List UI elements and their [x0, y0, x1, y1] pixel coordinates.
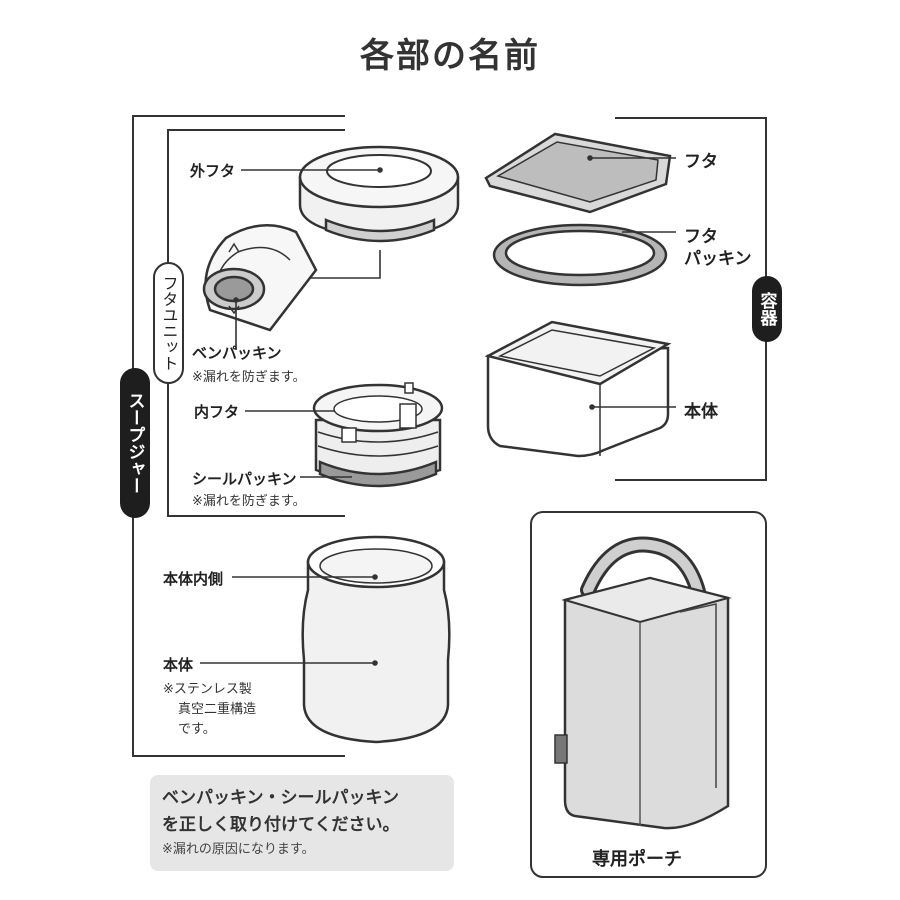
body-note-line-1: ※ステンレス製: [163, 682, 252, 697]
pouch-label: 専用ポーチ: [592, 849, 682, 870]
notice-line-3: ※漏れの原因になります。: [162, 842, 315, 857]
notice-line-2: を正しく取り付けてください。: [162, 815, 400, 835]
inner-lid-drawing: [312, 382, 444, 488]
body-label: 本体: [163, 656, 194, 674]
notice-box: ベンパッキン・シールパッキン を正しく取り付けてください。 ※漏れの原因になりま…: [150, 775, 454, 871]
ben-packing-note: ※漏れを防ぎます。: [192, 370, 306, 385]
jar-body-drawing: [301, 535, 451, 744]
container-lid-drawing: [484, 132, 672, 214]
notice-line-1: ベンパッキン・シールパッキン: [162, 788, 399, 808]
container-lid-packing-label-2: パッキン: [684, 249, 752, 269]
soup-jar-group-label: スープジャー: [120, 368, 150, 518]
body-note-line-2: 真空二重構造: [178, 702, 257, 717]
outer-lid-label: 外フタ: [190, 162, 236, 180]
lid-unit-group-label: フタユニット: [153, 262, 184, 384]
container-lid-label: フタ: [684, 152, 718, 172]
container-body-drawing: [484, 320, 672, 458]
seal-packing-note: ※漏れを防ぎます。: [192, 494, 306, 509]
ben-packing-closeup: [202, 224, 318, 332]
leader-lines: [200, 155, 676, 666]
inner-lid-label: 内フタ: [194, 403, 240, 421]
body-inside-label: 本体内側: [163, 570, 224, 588]
body-note-line-3: です。: [178, 722, 216, 737]
outer-lid-drawing: [298, 145, 460, 243]
container-packing-drawing: [492, 223, 668, 287]
container-group-label: 容器: [752, 276, 782, 342]
container-body-label: 本体: [684, 402, 718, 422]
ben-packing-label: ベンパッキン: [192, 344, 282, 362]
pouch-drawing: [530, 511, 767, 878]
page-title: 各部の名前: [360, 36, 540, 76]
seal-packing-label: シールパッキン: [192, 470, 297, 488]
container-lid-packing-label-1: フタ: [684, 227, 718, 247]
